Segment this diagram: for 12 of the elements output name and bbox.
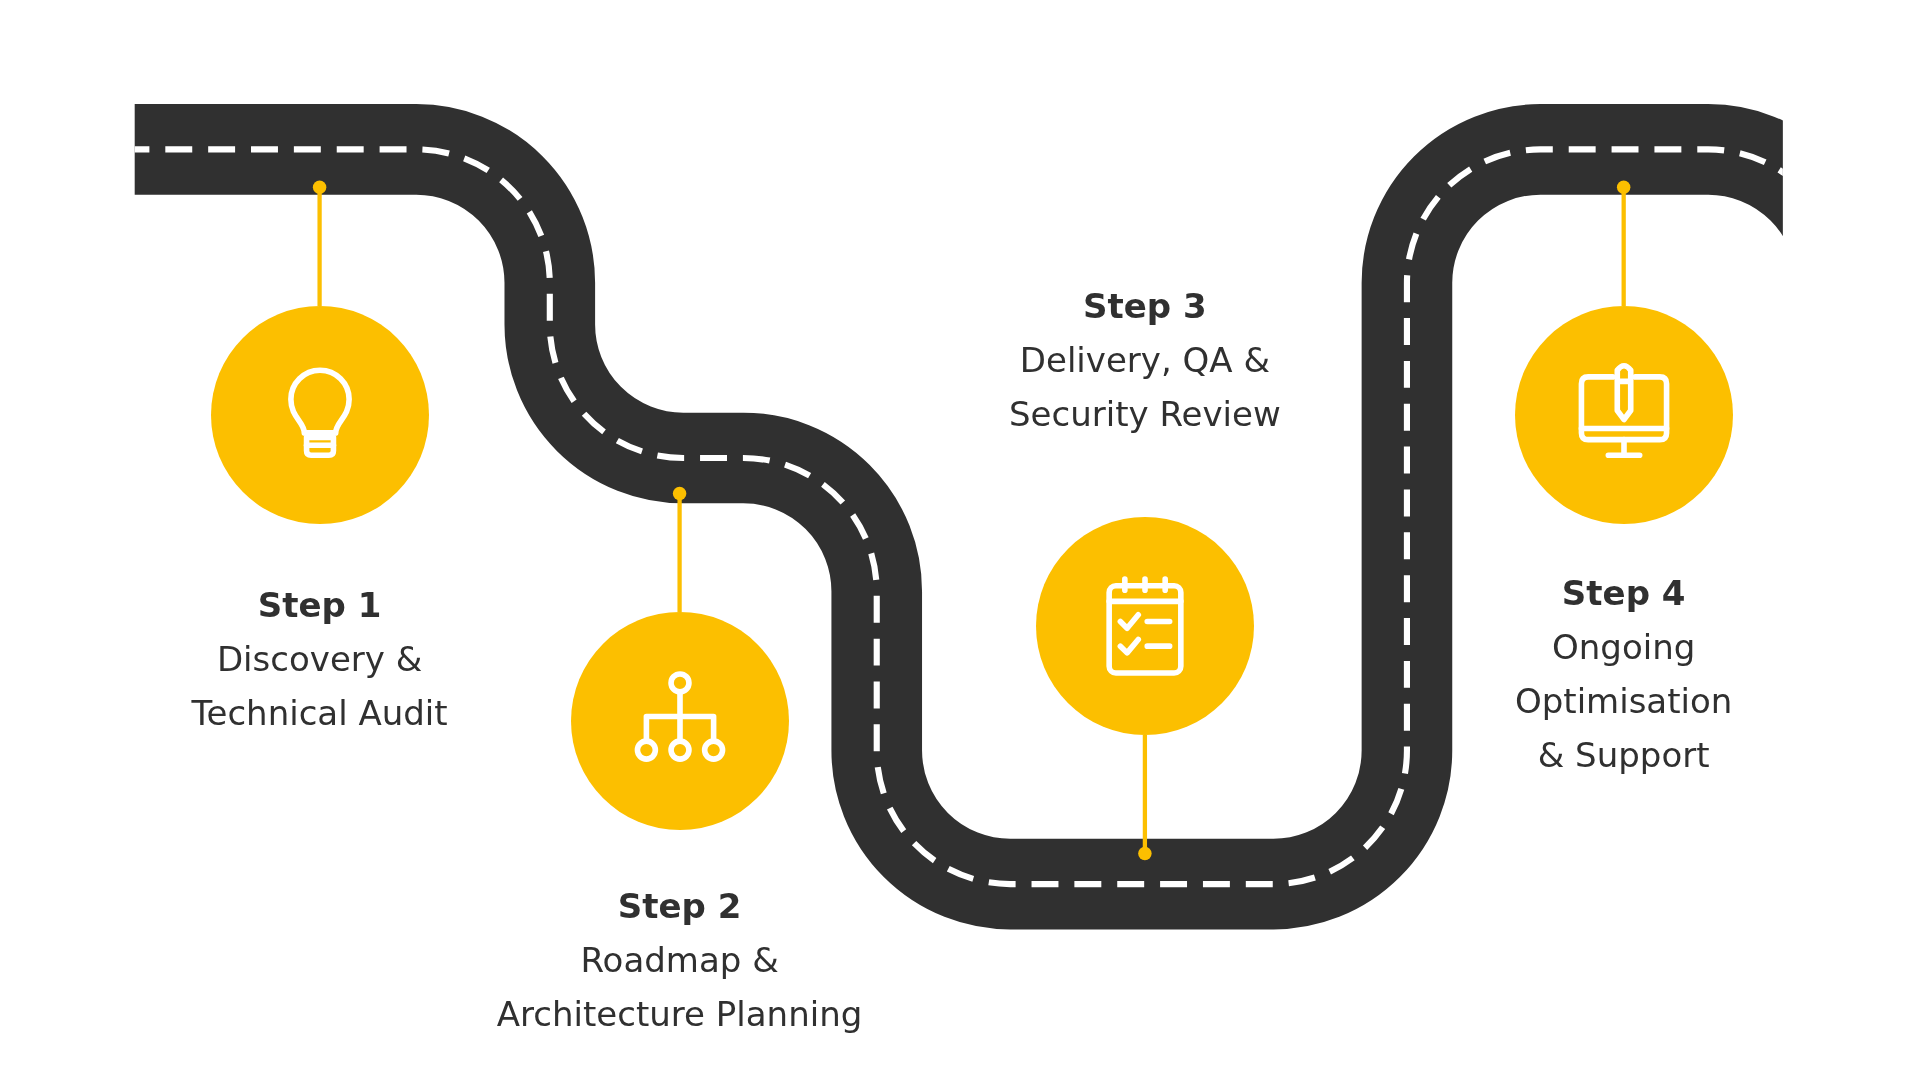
step-heading: Step 4: [1560, 571, 1687, 615]
step-heading: Step 1: [256, 583, 383, 627]
pin-line: [672, 486, 687, 613]
step-description: Discovery & Technical Audit: [190, 637, 449, 735]
step-heading: Step 3: [1082, 284, 1208, 328]
pin-line: [312, 180, 327, 307]
step-heading: Step 2: [616, 885, 743, 929]
step-description: Delivery, QA & Security Review: [1008, 338, 1282, 436]
pin-line: [1138, 734, 1152, 861]
step-description: Roadmap & Architecture Planning: [495, 939, 864, 1037]
step-description: Ongoing Optimisation & Support: [1513, 625, 1734, 777]
pin-line: [1616, 180, 1631, 307]
